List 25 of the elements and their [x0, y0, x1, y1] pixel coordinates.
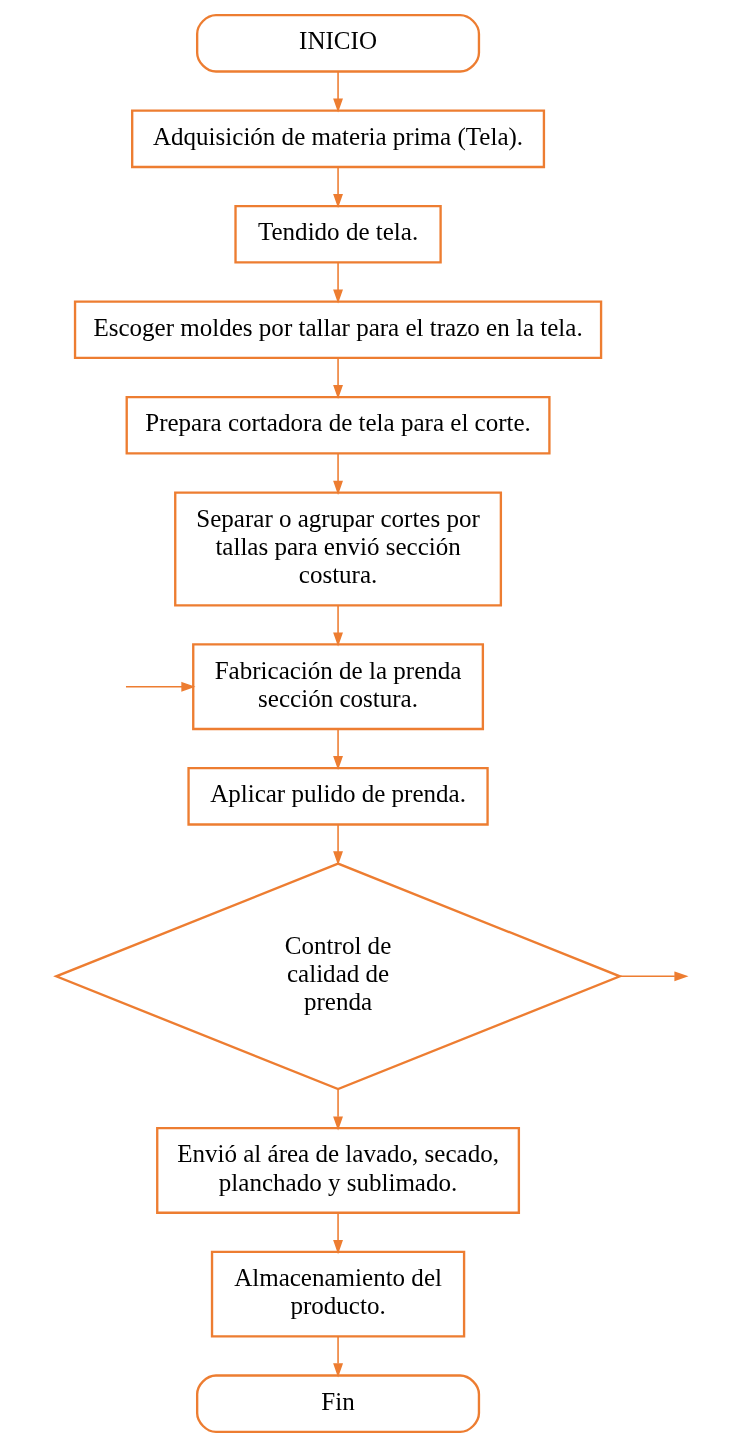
arrow [333, 166, 343, 209]
arrow [619, 971, 689, 982]
arrow [333, 452, 343, 495]
node-box: Fabricación de la prenda sección costura. [192, 643, 485, 731]
node-diamond: Control de calidad de prenda [53, 862, 624, 1091]
node-box: Adquisición de materia prima (Tela). [131, 109, 546, 169]
arrow [333, 605, 343, 647]
node-box: Tendido de tela. [234, 204, 442, 264]
arrow [333, 357, 343, 400]
node-box: Separar o agrupar cortes por tallas para envió sección costura. [174, 491, 503, 607]
arrow [333, 1335, 343, 1378]
node-box: Prepara cortadora de tela para el corte. [125, 395, 551, 455]
arrow [333, 1212, 343, 1255]
arrow [333, 70, 343, 113]
arrow [333, 728, 343, 771]
arrow [333, 823, 343, 866]
node-box: Escoger moldes por tallar para el trazo en la tela. [73, 300, 603, 360]
node-box: Aplicar pulido de prenda. [187, 766, 489, 826]
arrow [125, 681, 196, 692]
node-box: Envió al área de lavado, secado, planchado y sublimado. [156, 1127, 521, 1214]
node-box: INICIO [196, 13, 481, 73]
arrow [333, 1088, 343, 1131]
node-box: Fin [196, 1374, 481, 1434]
node-box: Almacenamiento del producto. [210, 1250, 466, 1338]
arrow [333, 261, 343, 304]
